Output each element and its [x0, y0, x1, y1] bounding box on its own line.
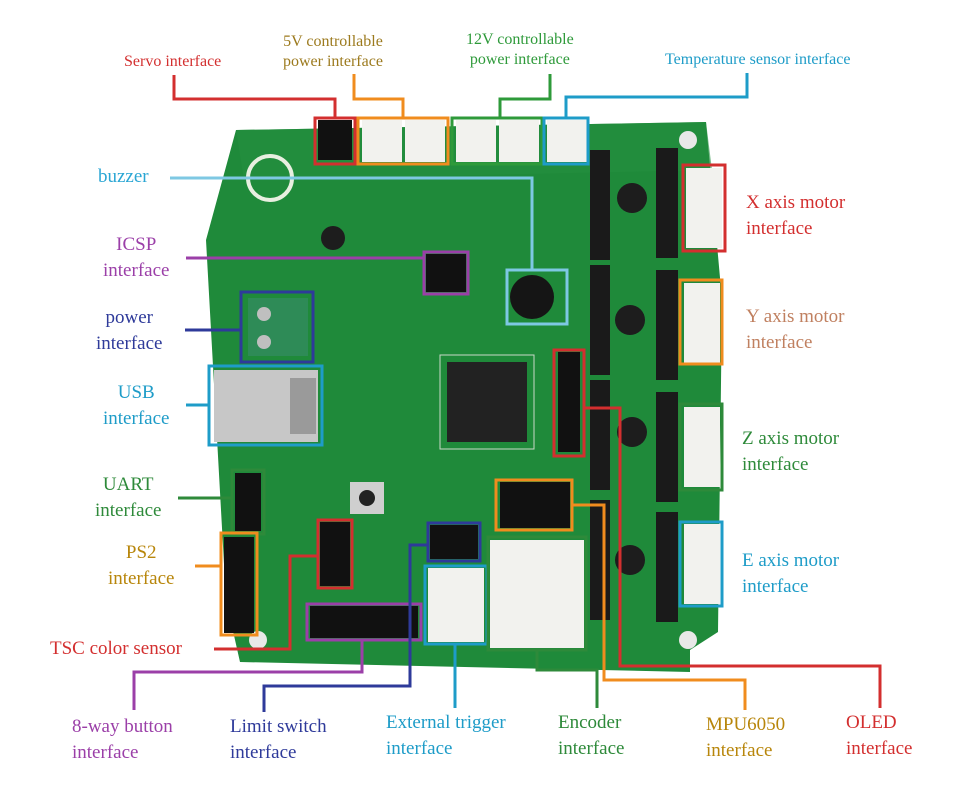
mpu-label: MPU6050 interface [706, 712, 785, 764]
zmotor-label-line1: Z axis motor [742, 428, 840, 449]
ymotor-label-line2: interface [746, 332, 813, 353]
limit-leader [262, 543, 428, 712]
encoder-label-line1: Encoder [558, 712, 622, 733]
button8-label: 8-way button interface [72, 714, 173, 766]
v12-leader [498, 74, 552, 118]
tsc-leader [214, 554, 318, 651]
oled-leader [584, 406, 882, 708]
buzzer-component [510, 275, 554, 319]
zmotor-label-line2: interface [742, 454, 809, 475]
usb-label: USB interface [103, 380, 169, 432]
ps2-label-line1: PS2 [125, 542, 157, 563]
usb-label-line2: interface [103, 408, 170, 429]
emotor-label-line1: E axis motor [742, 550, 840, 571]
power-box [239, 290, 315, 364]
uart-label-line2: interface [95, 500, 162, 521]
icsp-label-line1: ICSP [116, 234, 157, 255]
servo-label-text: Servo interface [124, 53, 222, 70]
uart-label-line1: UART [102, 474, 154, 495]
emotor-label-line2: interface [742, 576, 809, 597]
button8-box [305, 602, 423, 642]
emotor-box [678, 520, 724, 608]
v12-label: 12V controllable power interface [466, 30, 574, 70]
limit-label-line2: interface [230, 742, 297, 763]
oled-label: OLED interface [846, 710, 912, 762]
icsp-label: ICSP interface [103, 232, 169, 284]
oled-box [552, 348, 586, 458]
limit-label: Limit switch interface [230, 714, 327, 766]
ymotor-box [678, 278, 724, 366]
servo-label: Servo interface [124, 52, 221, 72]
buzzer-label-text: buzzer [98, 166, 149, 187]
temp-label: Temperature sensor interface [665, 50, 850, 70]
zmotor-box [678, 402, 724, 492]
exttrig-label-line2: interface [386, 738, 453, 759]
usb-label-line1: USB [117, 382, 155, 403]
encoder-label-line2: interface [558, 738, 625, 759]
button8-label-line1: 8-way button [72, 716, 173, 737]
ps2-label: PS2 interface [108, 540, 174, 592]
buzzer-leader [170, 176, 534, 270]
v12-label-line1: 12V controllable [466, 31, 574, 48]
exttrig-label: External trigger interface [386, 710, 506, 762]
xmotor-label: X axis motor interface [746, 190, 845, 242]
v5-label-line1: 5V controllable [283, 33, 383, 50]
v5-leader [352, 74, 405, 118]
v12-box [450, 116, 544, 166]
encoder-label: Encoder interface [558, 710, 624, 762]
zmotor-label: Z axis motor interface [742, 426, 839, 478]
v5-label-line2: power interface [283, 53, 383, 70]
temp-leader [564, 73, 749, 118]
exttrig-label-line1: External trigger [386, 712, 506, 733]
button8-label-line2: interface [72, 742, 139, 763]
buzzer-label: buzzer [98, 164, 149, 190]
tsc-label: TSC color sensor [50, 636, 182, 662]
mpu-label-line2: interface [706, 740, 773, 761]
xmotor-box [681, 163, 727, 253]
button8-leader [132, 640, 364, 710]
mpu-label-line1: MPU6050 [706, 714, 786, 735]
temp-label-text: Temperature sensor interface [665, 51, 851, 68]
v5-label: 5V controllable power interface [283, 32, 383, 72]
buzzer-box [505, 268, 569, 326]
ymotor-label: Y axis motor interface [746, 304, 845, 356]
ps2-box [219, 531, 259, 637]
xmotor-label-line2: interface [746, 218, 813, 239]
oled-label-line1: OLED [846, 712, 897, 733]
mpu-leader [572, 503, 747, 710]
encoder-leader [535, 650, 599, 708]
xmotor-label-line1: X axis motor [746, 192, 846, 213]
uart-label: UART interface [95, 472, 161, 524]
v12-label-line2: power interface [469, 51, 570, 68]
ymotor-label-line1: Y axis motor [746, 306, 845, 327]
pcb-board [206, 120, 722, 672]
ps2-label-line2: interface [108, 568, 175, 589]
tsc-label-text: TSC color sensor [50, 638, 182, 659]
power-label-line2: interface [96, 333, 163, 354]
power-label-line1: power [105, 307, 153, 328]
emotor-label: E axis motor interface [742, 548, 839, 600]
limit-label-line1: Limit switch [230, 716, 327, 737]
tsc-box [316, 518, 354, 590]
oled-label-line2: interface [846, 738, 913, 759]
icsp-box [422, 250, 470, 296]
power-label: power interface [96, 305, 162, 357]
servo-leader [172, 75, 337, 118]
mcu-chip [447, 362, 527, 442]
limit-box [426, 521, 482, 563]
icsp-label-line2: interface [103, 260, 170, 281]
